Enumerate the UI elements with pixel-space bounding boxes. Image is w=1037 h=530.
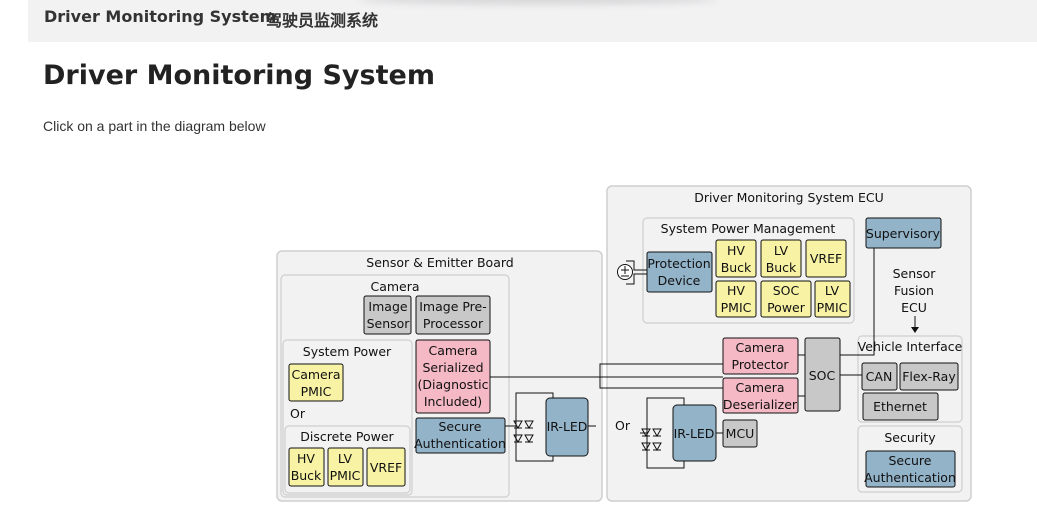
svg-text:SOC: SOC <box>773 283 800 298</box>
svg-text:Protection: Protection <box>647 256 710 271</box>
ecu-hv-pmic-block[interactable]: HV PMIC <box>715 280 757 318</box>
svg-text:LV: LV <box>338 451 353 466</box>
camera-serialized-block[interactable]: Camera Serialized (Diagnostic Included) <box>415 339 491 414</box>
mcu-block[interactable]: MCU <box>722 419 758 448</box>
svg-text:PMIC: PMIC <box>330 468 361 483</box>
ir-led-ecu-block[interactable]: IR-LED <box>672 404 717 462</box>
svg-text:Power: Power <box>767 300 806 315</box>
or-label-power: Or <box>290 406 306 421</box>
svg-text:HV: HV <box>727 243 745 258</box>
dropdown-shadow <box>358 0 718 4</box>
camera-deserializer-block[interactable]: Camera Deserializer <box>722 377 799 414</box>
wires <box>490 248 916 469</box>
svg-text:Serialized: Serialized <box>422 360 483 375</box>
svg-text:VREF: VREF <box>810 251 842 266</box>
top-navigation-bar: Driver Monitoring System 驾驶员监测系统 <box>28 0 1037 42</box>
svg-text:CAN: CAN <box>866 369 893 384</box>
svg-text:Sensor: Sensor <box>893 266 937 281</box>
svg-text:Ethernet: Ethernet <box>873 399 927 414</box>
svg-text:PMIC: PMIC <box>721 300 752 315</box>
protection-device-block[interactable]: Protection Device <box>646 251 713 293</box>
ecu-title: Driver Monitoring System ECU <box>694 190 884 205</box>
led-diodes-icon-ecu <box>641 428 662 452</box>
camera-pmic-block[interactable]: Camera PMIC <box>288 363 344 402</box>
svg-text:LV: LV <box>774 243 789 258</box>
svg-text:Secure: Secure <box>889 453 932 468</box>
svg-text:Sensor: Sensor <box>367 316 411 331</box>
svg-text:Supervisory: Supervisory <box>866 226 941 241</box>
language-link-chinese[interactable]: 驾驶员监测系统 <box>266 11 379 30</box>
svg-text:Camera: Camera <box>428 343 477 358</box>
ir-led-board-block[interactable]: IR-LED <box>545 397 589 457</box>
svg-text:Deserializer: Deserializer <box>723 397 798 412</box>
can-block[interactable]: CAN <box>861 362 898 391</box>
svg-text:Authentication: Authentication <box>864 470 956 485</box>
vehicle-interface-title: Vehicle Interface <box>858 339 963 354</box>
or-label-ir: Or <box>615 418 631 433</box>
led-diodes-icon-board <box>513 420 534 444</box>
svg-text:Buck: Buck <box>766 260 797 275</box>
board-hv-buck-block[interactable]: HV Buck <box>288 447 325 487</box>
svg-text:Image: Image <box>368 299 407 314</box>
flexray-block[interactable]: Flex-Ray <box>899 362 959 391</box>
ecu-hv-buck-block[interactable]: HV Buck <box>715 239 757 278</box>
svg-text:Buck: Buck <box>721 260 752 275</box>
site-title[interactable]: Driver Monitoring System <box>44 7 277 26</box>
svg-text:IR-LED: IR-LED <box>547 419 588 434</box>
system-power-title: System Power <box>303 344 392 359</box>
secure-authentication-ecu-block[interactable]: Secure Authentication <box>864 450 956 488</box>
svg-text:VREF: VREF <box>370 460 402 475</box>
supervisory-block[interactable]: Supervisory <box>865 217 942 249</box>
svg-text:HV: HV <box>727 283 745 298</box>
svg-text:Buck: Buck <box>291 468 322 483</box>
svg-text:LV: LV <box>825 283 840 298</box>
discrete-power-title: Discrete Power <box>300 429 394 444</box>
svg-text:Camera: Camera <box>735 340 784 355</box>
soc-power-block[interactable]: SOC Power <box>760 280 812 318</box>
ecu-vref-block[interactable]: VREF <box>805 239 847 278</box>
svg-text:SOC: SOC <box>809 368 836 383</box>
svg-text:Device: Device <box>658 273 701 288</box>
sensor-fusion-ecu-label: Sensor Fusion ECU <box>893 266 937 315</box>
board-title: Sensor & Emitter Board <box>366 255 513 270</box>
svg-text:ECU: ECU <box>901 300 927 315</box>
svg-text:Image Pre-: Image Pre- <box>419 299 487 314</box>
arrow-head <box>911 327 919 333</box>
svg-text:PMIC: PMIC <box>301 384 332 399</box>
ethernet-block[interactable]: Ethernet <box>862 392 939 421</box>
system-power-management-title: System Power Management <box>661 221 836 236</box>
power-source-icon <box>617 264 633 280</box>
svg-text:HV: HV <box>297 451 315 466</box>
image-sensor-block[interactable]: Image Sensor <box>363 295 412 335</box>
svg-text:Fusion: Fusion <box>894 283 934 298</box>
secure-authentication-board-block[interactable]: Secure Authentication <box>414 417 506 454</box>
camera-protector-block[interactable]: Camera Protector <box>722 337 799 375</box>
svg-text:PMIC: PMIC <box>817 300 848 315</box>
svg-text:Flex-Ray: Flex-Ray <box>902 369 956 384</box>
svg-text:Authentication: Authentication <box>414 436 506 451</box>
svg-text:Protector: Protector <box>732 357 790 372</box>
svg-text:Secure: Secure <box>439 419 482 434</box>
svg-text:Camera: Camera <box>735 380 784 395</box>
svg-text:Processor: Processor <box>423 316 484 331</box>
svg-text:Camera: Camera <box>291 367 340 382</box>
instruction-text: Click on a part in the diagram below <box>43 118 266 134</box>
soc-block[interactable]: SOC <box>804 337 841 412</box>
svg-text:IR-LED: IR-LED <box>674 426 715 441</box>
board-lv-pmic-block[interactable]: LV PMIC <box>327 447 364 487</box>
camera-group-title: Camera <box>370 279 419 294</box>
svg-text:Included): Included) <box>424 394 482 409</box>
svg-text:(Diagnostic: (Diagnostic <box>418 377 489 392</box>
ecu-lv-buck-block[interactable]: LV Buck <box>760 239 802 278</box>
image-preprocessor-block[interactable]: Image Pre- Processor <box>415 295 491 335</box>
svg-text:MCU: MCU <box>726 426 755 441</box>
ecu-lv-pmic-block[interactable]: LV PMIC <box>814 280 851 318</box>
page-title: Driver Monitoring System <box>43 60 435 91</box>
security-title: Security <box>884 430 936 445</box>
board-vref-block[interactable]: VREF <box>366 447 406 487</box>
